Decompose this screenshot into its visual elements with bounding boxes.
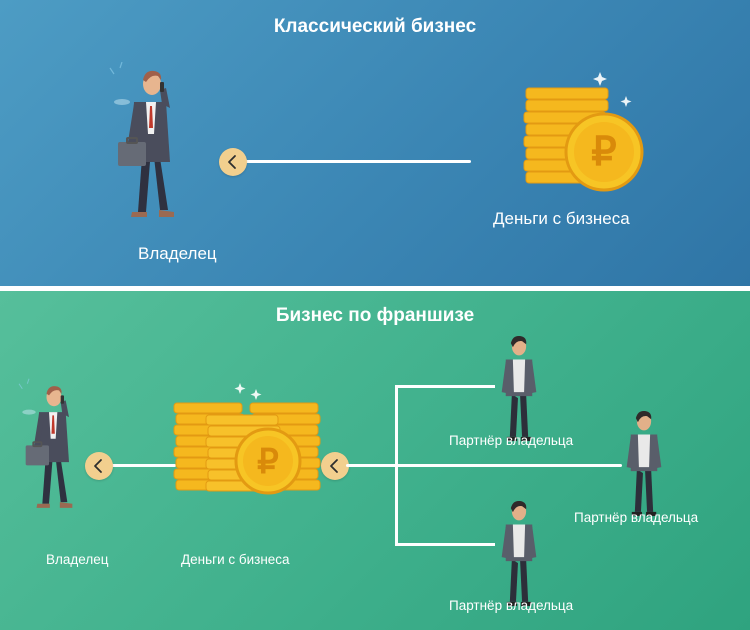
franchise-business-title: Бизнес по франшизе bbox=[275, 305, 475, 326]
panel-divider bbox=[0, 286, 750, 291]
chevron-left-icon bbox=[85, 452, 113, 480]
franchise-business-panel: Бизнес по франшизе Владелец bbox=[0, 291, 750, 630]
chevron-left-icon bbox=[321, 452, 349, 480]
owner-label: Владелец bbox=[46, 552, 109, 567]
partner-man-icon bbox=[626, 410, 662, 516]
partner-man-icon bbox=[501, 335, 537, 441]
partner-flow-line bbox=[346, 464, 622, 467]
owner-label: Владелец bbox=[138, 244, 217, 263]
money-flow-line bbox=[244, 160, 471, 163]
partner-label: Партнёр владельца bbox=[574, 510, 699, 525]
svg-text:₽: ₽ bbox=[257, 443, 279, 481]
partner-label: Партнёр владельца bbox=[449, 433, 574, 448]
classic-business-panel: Классический бизнес Владелец ₽ Деньги с … bbox=[0, 0, 750, 286]
owner-businessman-icon bbox=[18, 377, 74, 509]
partner-man-icon bbox=[501, 500, 537, 606]
money-label: Деньги с бизнеса bbox=[493, 209, 630, 228]
owner-flow-line bbox=[110, 464, 176, 467]
partner-branch-bottom bbox=[395, 543, 495, 546]
classic-business-title: Классический бизнес bbox=[273, 16, 477, 37]
partner-branch-top bbox=[395, 385, 495, 388]
coins-ruble-icon: ₽ bbox=[173, 383, 321, 495]
owner-businessman-icon bbox=[109, 62, 175, 218]
chevron-left-icon bbox=[219, 148, 247, 176]
coins-ruble-icon: ₽ bbox=[523, 72, 644, 192]
partner-tree-trunk bbox=[395, 385, 398, 546]
money-label: Деньги с бизнеса bbox=[181, 552, 290, 567]
partner-label: Партнёр владельца bbox=[449, 598, 574, 613]
svg-text:₽: ₽ bbox=[591, 130, 616, 174]
